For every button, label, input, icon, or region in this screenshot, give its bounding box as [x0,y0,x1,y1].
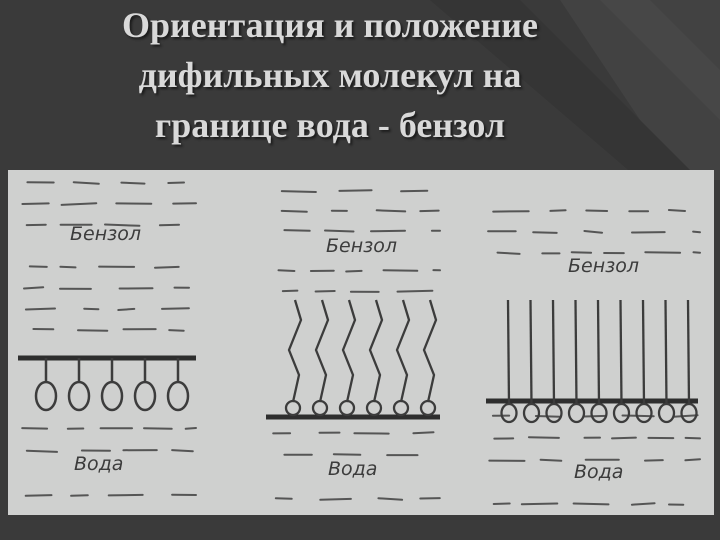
molecule [500,299,518,424]
liquid-dash [583,230,604,234]
molecule [133,358,157,412]
liquid-dash [120,181,146,185]
benzene-label-2: Бензол [326,235,397,257]
liquid-dash [412,431,435,435]
liquid-dash [692,230,701,234]
liquid-dash [527,436,560,439]
liquid-dash [70,494,89,497]
title-line-1: Ориентация и положение [122,5,538,45]
liquid-dash [280,209,308,213]
liquid-dash [396,289,434,293]
liquid-dash [400,189,429,193]
liquid-dash [281,289,299,293]
liquid-dash [667,209,686,212]
molecule [567,299,586,424]
molecule [612,299,631,424]
liquid-dash [21,202,50,205]
liquid-dash [25,449,58,453]
liquid-dash [324,229,355,233]
molecule [635,299,653,424]
molecule [100,358,124,412]
liquid-dash [314,290,336,293]
liquid-dash [630,502,656,506]
molecule [392,299,411,417]
panel-lying: Бензол Вода [18,223,196,475]
molecule [284,299,303,417]
liquid-dash [644,459,664,462]
liquid-dash [83,307,100,311]
liquid-dash [24,307,56,311]
molecule [166,358,190,412]
water-label-2: Вода [328,458,377,480]
benzene-label-1: Бензол [70,223,141,245]
liquid-dash [23,286,45,290]
liquid-dash [492,502,511,505]
liquid-dash [277,269,296,272]
liquid-dash [419,209,440,213]
molecule [657,299,676,424]
molecule [545,299,563,424]
liquid-dash [375,209,407,213]
liquid-dash [684,436,701,440]
liquid-dash [496,251,521,255]
liquid-dash [168,329,185,332]
liquid-dash [171,449,194,453]
liquid-dash [319,497,352,501]
liquid-dash [60,202,98,206]
liquid-dash [143,427,173,430]
liquid-dash [532,231,558,234]
liquid-dash [672,414,699,418]
water-label-3: Вода [574,461,623,483]
liquid-dash [280,190,317,193]
liquid-dash [184,427,197,430]
liquid-dash [107,493,144,497]
liquid-dash [161,307,190,310]
liquid-dash [570,251,593,254]
molecule [311,299,330,417]
title-line-2: дифильных молекул на [138,55,522,95]
slide-title: Ориентация и положение дифильных молекул… [0,0,660,160]
liquid-dash [684,458,701,462]
liquid-dash [539,458,563,462]
liquid-dash [377,497,404,501]
molecule [419,299,438,417]
interface-diagram: Бензол Вода Бензол Вода Бензол Вода [18,181,701,506]
liquid-dash [154,265,180,269]
liquid-dash [338,189,373,192]
liquid-dash [332,453,362,456]
molecule [365,299,384,417]
liquid-dash [572,502,610,506]
panel-tilted: Бензол Вода [266,235,440,480]
panel-vertical: Бензол Вода [486,255,698,483]
liquid-dash [28,265,48,268]
title-line-3: границе вода - бензол [154,105,506,145]
liquid-dash [21,427,49,430]
liquid-dash [72,181,100,185]
liquid-dash [644,251,682,254]
molecule [67,358,91,412]
molecule [34,358,58,412]
molecule [338,299,357,417]
liquid-dash [283,229,311,232]
liquid-dash [59,265,77,269]
liquid-dash [549,209,567,212]
liquid-dash [520,502,559,506]
liquid-dash [611,436,637,440]
liquid-dash [117,307,136,311]
water-label-1: Вода [74,453,123,475]
liquid-dash [382,269,419,272]
liquid-dash [167,181,185,184]
molecule [522,299,541,424]
liquid-dash [104,223,141,227]
liquid-dash [274,497,293,500]
liquid-dash [345,269,363,273]
liquid-dash [583,414,607,418]
liquid-dash [24,494,53,497]
molecule [680,299,698,424]
benzene-label-3: Бензол [568,255,639,277]
diagram-photo: Бензол Вода Бензол Вода Бензол Вода [8,170,714,515]
liquid-dash [585,209,609,212]
molecule [590,299,608,424]
